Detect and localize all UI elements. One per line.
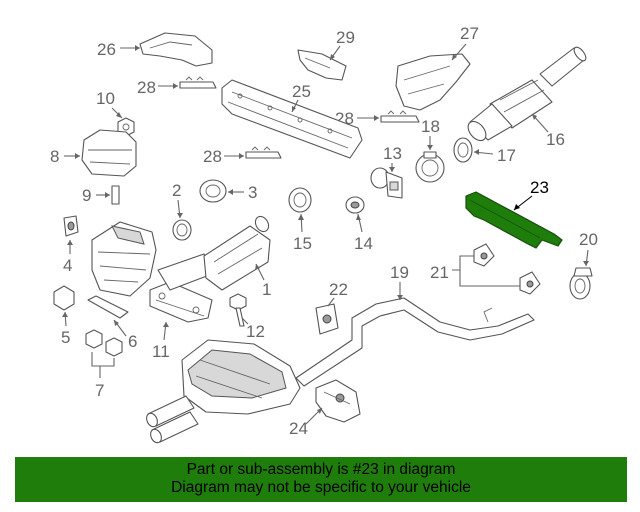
callout-11: 11 — [152, 321, 170, 361]
svg-text:14: 14 — [354, 234, 373, 253]
callout-8: 8 — [50, 147, 80, 166]
svg-text:13: 13 — [383, 144, 402, 163]
svg-text:10: 10 — [96, 89, 115, 108]
part-15-gasket[interactable] — [288, 187, 312, 213]
svg-text:23: 23 — [530, 178, 549, 197]
catalytic-converter-manifold[interactable] — [91, 221, 157, 297]
part-18-clamp[interactable] — [415, 151, 445, 183]
svg-text:21: 21 — [430, 263, 449, 282]
callout-15: 15 — [293, 213, 312, 253]
part-12-bolt[interactable] — [229, 293, 247, 327]
part-13-clamp[interactable] — [370, 167, 403, 199]
part-14-isolator[interactable] — [345, 196, 365, 214]
callout-24: 24 — [289, 407, 323, 438]
svg-text:19: 19 — [390, 263, 409, 282]
svg-text:4: 4 — [63, 256, 72, 275]
svg-text:11: 11 — [152, 342, 170, 361]
part-7-nuts[interactable] — [85, 329, 123, 357]
part-21-isolators[interactable] — [473, 243, 541, 295]
part-22-isolator[interactable] — [315, 303, 339, 335]
svg-text:26: 26 — [97, 40, 116, 59]
callout-9: 9 — [82, 186, 110, 205]
svg-text:18: 18 — [421, 117, 440, 136]
exhaust-parts-diagram: 26 28 28 28 29 27 — [50, 24, 598, 444]
callout-22: 22 — [327, 280, 348, 307]
part-6-gasket[interactable] — [87, 295, 129, 319]
svg-text:8: 8 — [50, 147, 59, 166]
part-28-shim-middle[interactable] — [380, 110, 420, 123]
callout-12: 12 — [241, 317, 265, 341]
part-24-mount-bracket[interactable] — [315, 379, 361, 423]
callout-20: 20 — [579, 230, 598, 267]
svg-text:25: 25 — [292, 82, 311, 101]
part-info-banner: Part or sub-assembly is #23 in diagram D… — [15, 457, 627, 502]
part-16-converter-pipe[interactable] — [465, 45, 589, 144]
callout-7: 7 — [91, 352, 115, 400]
callout-26: 26 — [97, 40, 140, 59]
svg-text:28: 28 — [137, 78, 156, 97]
part-9-stud[interactable] — [111, 185, 120, 205]
callout-17: 17 — [473, 146, 516, 165]
part-1-front-converter[interactable] — [157, 214, 271, 291]
svg-text:27: 27 — [460, 24, 479, 43]
svg-text:17: 17 — [497, 146, 516, 165]
svg-text:7: 7 — [95, 381, 104, 400]
callout-1: 1 — [255, 263, 271, 299]
svg-text:6: 6 — [128, 332, 137, 351]
svg-text:15: 15 — [293, 234, 312, 253]
callout-25: 25 — [291, 82, 311, 113]
part-11-flange[interactable] — [149, 281, 213, 323]
svg-text:5: 5 — [61, 328, 70, 347]
svg-text:1: 1 — [262, 280, 271, 299]
callout-29: 29 — [329, 28, 355, 61]
banner-line-1: Part or sub-assembly is #23 in diagram — [186, 461, 456, 478]
svg-text:24: 24 — [289, 419, 308, 438]
part-2-gasket[interactable] — [172, 219, 192, 241]
part-20-clamp[interactable] — [569, 267, 593, 300]
part-23-bracket-highlighted[interactable] — [465, 191, 563, 249]
part-17-gasket[interactable] — [453, 137, 473, 163]
callout-23: 23 — [513, 178, 549, 211]
callout-28-lower: 28 — [203, 147, 244, 166]
part-27-heat-shield[interactable] — [395, 53, 471, 111]
svg-text:12: 12 — [246, 322, 265, 341]
callout-3: 3 — [228, 183, 257, 202]
part-3-gasket[interactable] — [199, 179, 227, 203]
callout-16: 16 — [531, 113, 565, 149]
svg-text:16: 16 — [546, 130, 565, 149]
svg-text:20: 20 — [579, 230, 598, 249]
svg-text:3: 3 — [248, 183, 257, 202]
callout-10: 10 — [96, 89, 123, 119]
muffler[interactable] — [145, 339, 301, 444]
part-26-heat-shield[interactable] — [139, 32, 213, 67]
callout-6: 6 — [113, 319, 137, 351]
part-29-heat-shield[interactable] — [297, 49, 347, 81]
callout-13: 13 — [383, 144, 402, 172]
callout-2: 2 — [172, 181, 183, 219]
callout-27: 27 — [451, 24, 479, 61]
svg-text:29: 29 — [336, 28, 355, 47]
callout-4: 4 — [63, 240, 73, 275]
svg-text:28: 28 — [203, 147, 222, 166]
svg-text:2: 2 — [172, 181, 181, 200]
part-25-crossmember[interactable] — [221, 79, 363, 159]
part-4-isolator[interactable] — [63, 215, 79, 237]
callout-18: 18 — [421, 117, 440, 150]
callout-28-upper: 28 — [137, 78, 178, 97]
svg-text:9: 9 — [82, 186, 91, 205]
part-19-exhaust-pipe[interactable] — [295, 297, 535, 387]
callout-19: 19 — [390, 263, 409, 300]
part-28-shim-lower[interactable] — [245, 146, 282, 159]
part-8-heat-shield[interactable] — [81, 129, 137, 177]
banner-line-2: Diagram may not be specific to your vehi… — [171, 479, 471, 496]
part-28-shim-upper[interactable] — [179, 76, 217, 89]
callout-5: 5 — [61, 311, 70, 347]
svg-text:22: 22 — [329, 280, 348, 299]
callout-21: 21 — [430, 255, 520, 287]
part-5-nut[interactable] — [53, 285, 75, 311]
callout-14: 14 — [354, 213, 373, 253]
